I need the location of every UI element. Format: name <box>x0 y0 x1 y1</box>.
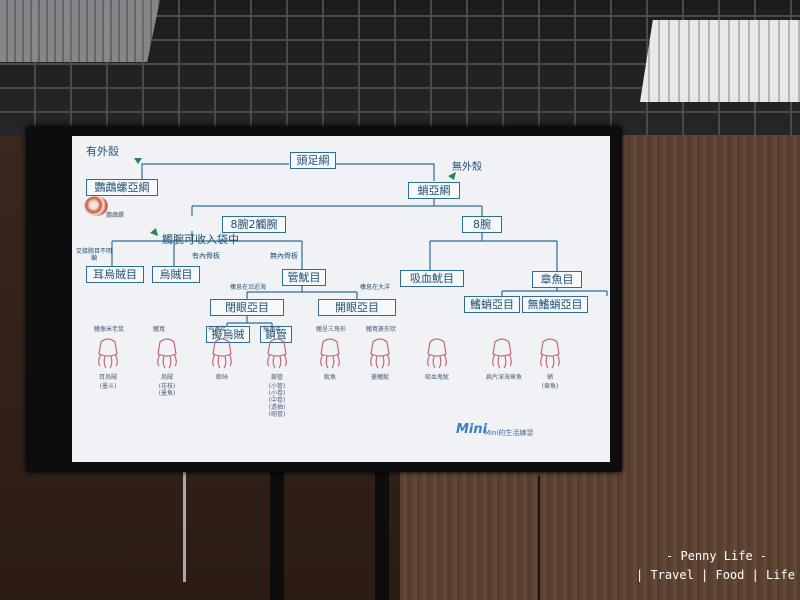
tv-monitor: 有外殼 頭足綱 無外殼 鸚鵡螺亞綱 鸚鵡螺 蛸亞綱 8腕2觸腕 8腕 觸腕可收入… <box>26 126 622 472</box>
label-pouch: 觸腕可收入袋中 <box>162 233 239 246</box>
animal-name: 蛸 <box>546 374 553 381</box>
cephalopod-icon <box>370 338 390 369</box>
cable <box>183 472 186 582</box>
cephalopod-icon <box>427 338 447 369</box>
cephalopod-icon <box>492 338 512 369</box>
animal-name: 吸血鬼魷 <box>424 374 449 381</box>
animal-name: 菱鰭魷 <box>370 374 389 381</box>
node-decabrachia: 8腕2觸腕 <box>222 216 286 233</box>
node-octopoda: 章魚目 <box>532 271 582 288</box>
mini-logo: Mini <box>456 422 488 437</box>
node-teuthida: 管魷目 <box>282 269 326 286</box>
watermark-tags: | Travel | Food | Life | <box>636 568 800 582</box>
label-inner-shell: 有內骨板 <box>192 252 220 260</box>
nautilus-icon <box>84 196 108 216</box>
watermark-title: - Penny Life - <box>666 549 768 563</box>
node-vampyromorphida: 吸血魷目 <box>400 270 464 287</box>
animal-name: 耳烏賊 <box>98 374 117 381</box>
cephalopod-icon <box>267 338 287 369</box>
animal-trait-label: 鰭像米老鼠 <box>94 326 125 333</box>
cephalopod-icon <box>212 338 232 369</box>
node-loligo: 鎖管 <box>260 326 292 343</box>
animal-trait-label: 無連接 <box>263 326 282 333</box>
ceiling-light-right <box>640 20 800 102</box>
tree-connectors <box>111 158 608 326</box>
animal-trait-label: 鰭呈三角形 <box>316 326 347 333</box>
label-ocean: 棲息在大洋 <box>360 284 391 291</box>
nautilus-caption: 鸚鵡螺 <box>106 212 125 219</box>
ceiling-light-left <box>0 0 160 62</box>
label-shell-none: 無外殼 <box>452 162 482 173</box>
node-nautiloidea: 鸚鵡螺亞綱 <box>86 179 158 196</box>
credit: Mini的生活練習 <box>484 429 534 437</box>
node-coleoidea: 蛸亞綱 <box>408 182 460 199</box>
node-sepioteuthis: 擬烏賊 <box>206 326 250 343</box>
cephalopod-icon <box>540 338 560 369</box>
node-incirrata: 無鰭蛸亞目 <box>522 296 588 313</box>
node-octobrachia: 8腕 <box>462 216 502 233</box>
animal-name: 魷魚 <box>323 374 336 381</box>
animal-name: 烏賊 <box>160 374 173 381</box>
animal-trait-label: 鰭寬菱形狀 <box>366 326 397 333</box>
node-myopsida: 閉眼亞目 <box>210 299 284 316</box>
node-sepiolida: 耳烏賊目 <box>86 266 144 283</box>
animal-common-name: (章魚) <box>541 383 559 390</box>
label-coastal: 棲息在沿近海 <box>230 284 267 291</box>
monitor-stand-left <box>270 472 284 600</box>
animal-name: 軟絲 <box>215 374 228 381</box>
monitor-stand-right <box>375 472 389 600</box>
cephalopod-icon <box>98 338 118 369</box>
animal-common-name: (花枝) (墨魚) <box>158 383 176 397</box>
classification-slide: 有外殼 頭足綱 無外殼 鸚鵡螺亞綱 鸚鵡螺 蛸亞綱 8腕2觸腕 8腕 觸腕可收入… <box>72 136 610 462</box>
node-cephalopoda: 頭足綱 <box>290 152 336 169</box>
cephalopod-icon <box>320 338 340 369</box>
animal-name: 鎖管 <box>270 374 283 381</box>
node-cirrata: 鰭蛸亞目 <box>464 296 520 313</box>
label-shell-outer: 有外殼 <box>86 145 119 158</box>
node-sepiida: 烏賊目 <box>152 266 200 283</box>
animal-common-name: (小管) (小卷) (中卷) (透抽) (砲管) <box>268 383 286 418</box>
animal-common-name: (墨斗) <box>99 383 117 390</box>
cephalopod-icon <box>157 338 177 369</box>
label-no-inner-shell: 無內骨板 <box>270 252 298 260</box>
animal-trait-label: 鰭寬 <box>153 326 166 333</box>
cable-dark <box>538 476 540 600</box>
label-sepiolid-note: 交接腕目不明顯 <box>76 248 113 262</box>
node-oegopsida: 開眼亞目 <box>318 299 396 316</box>
animal-trait-label: 有連接 <box>208 326 227 333</box>
animal-name: 扁片深海章魚 <box>486 374 523 381</box>
